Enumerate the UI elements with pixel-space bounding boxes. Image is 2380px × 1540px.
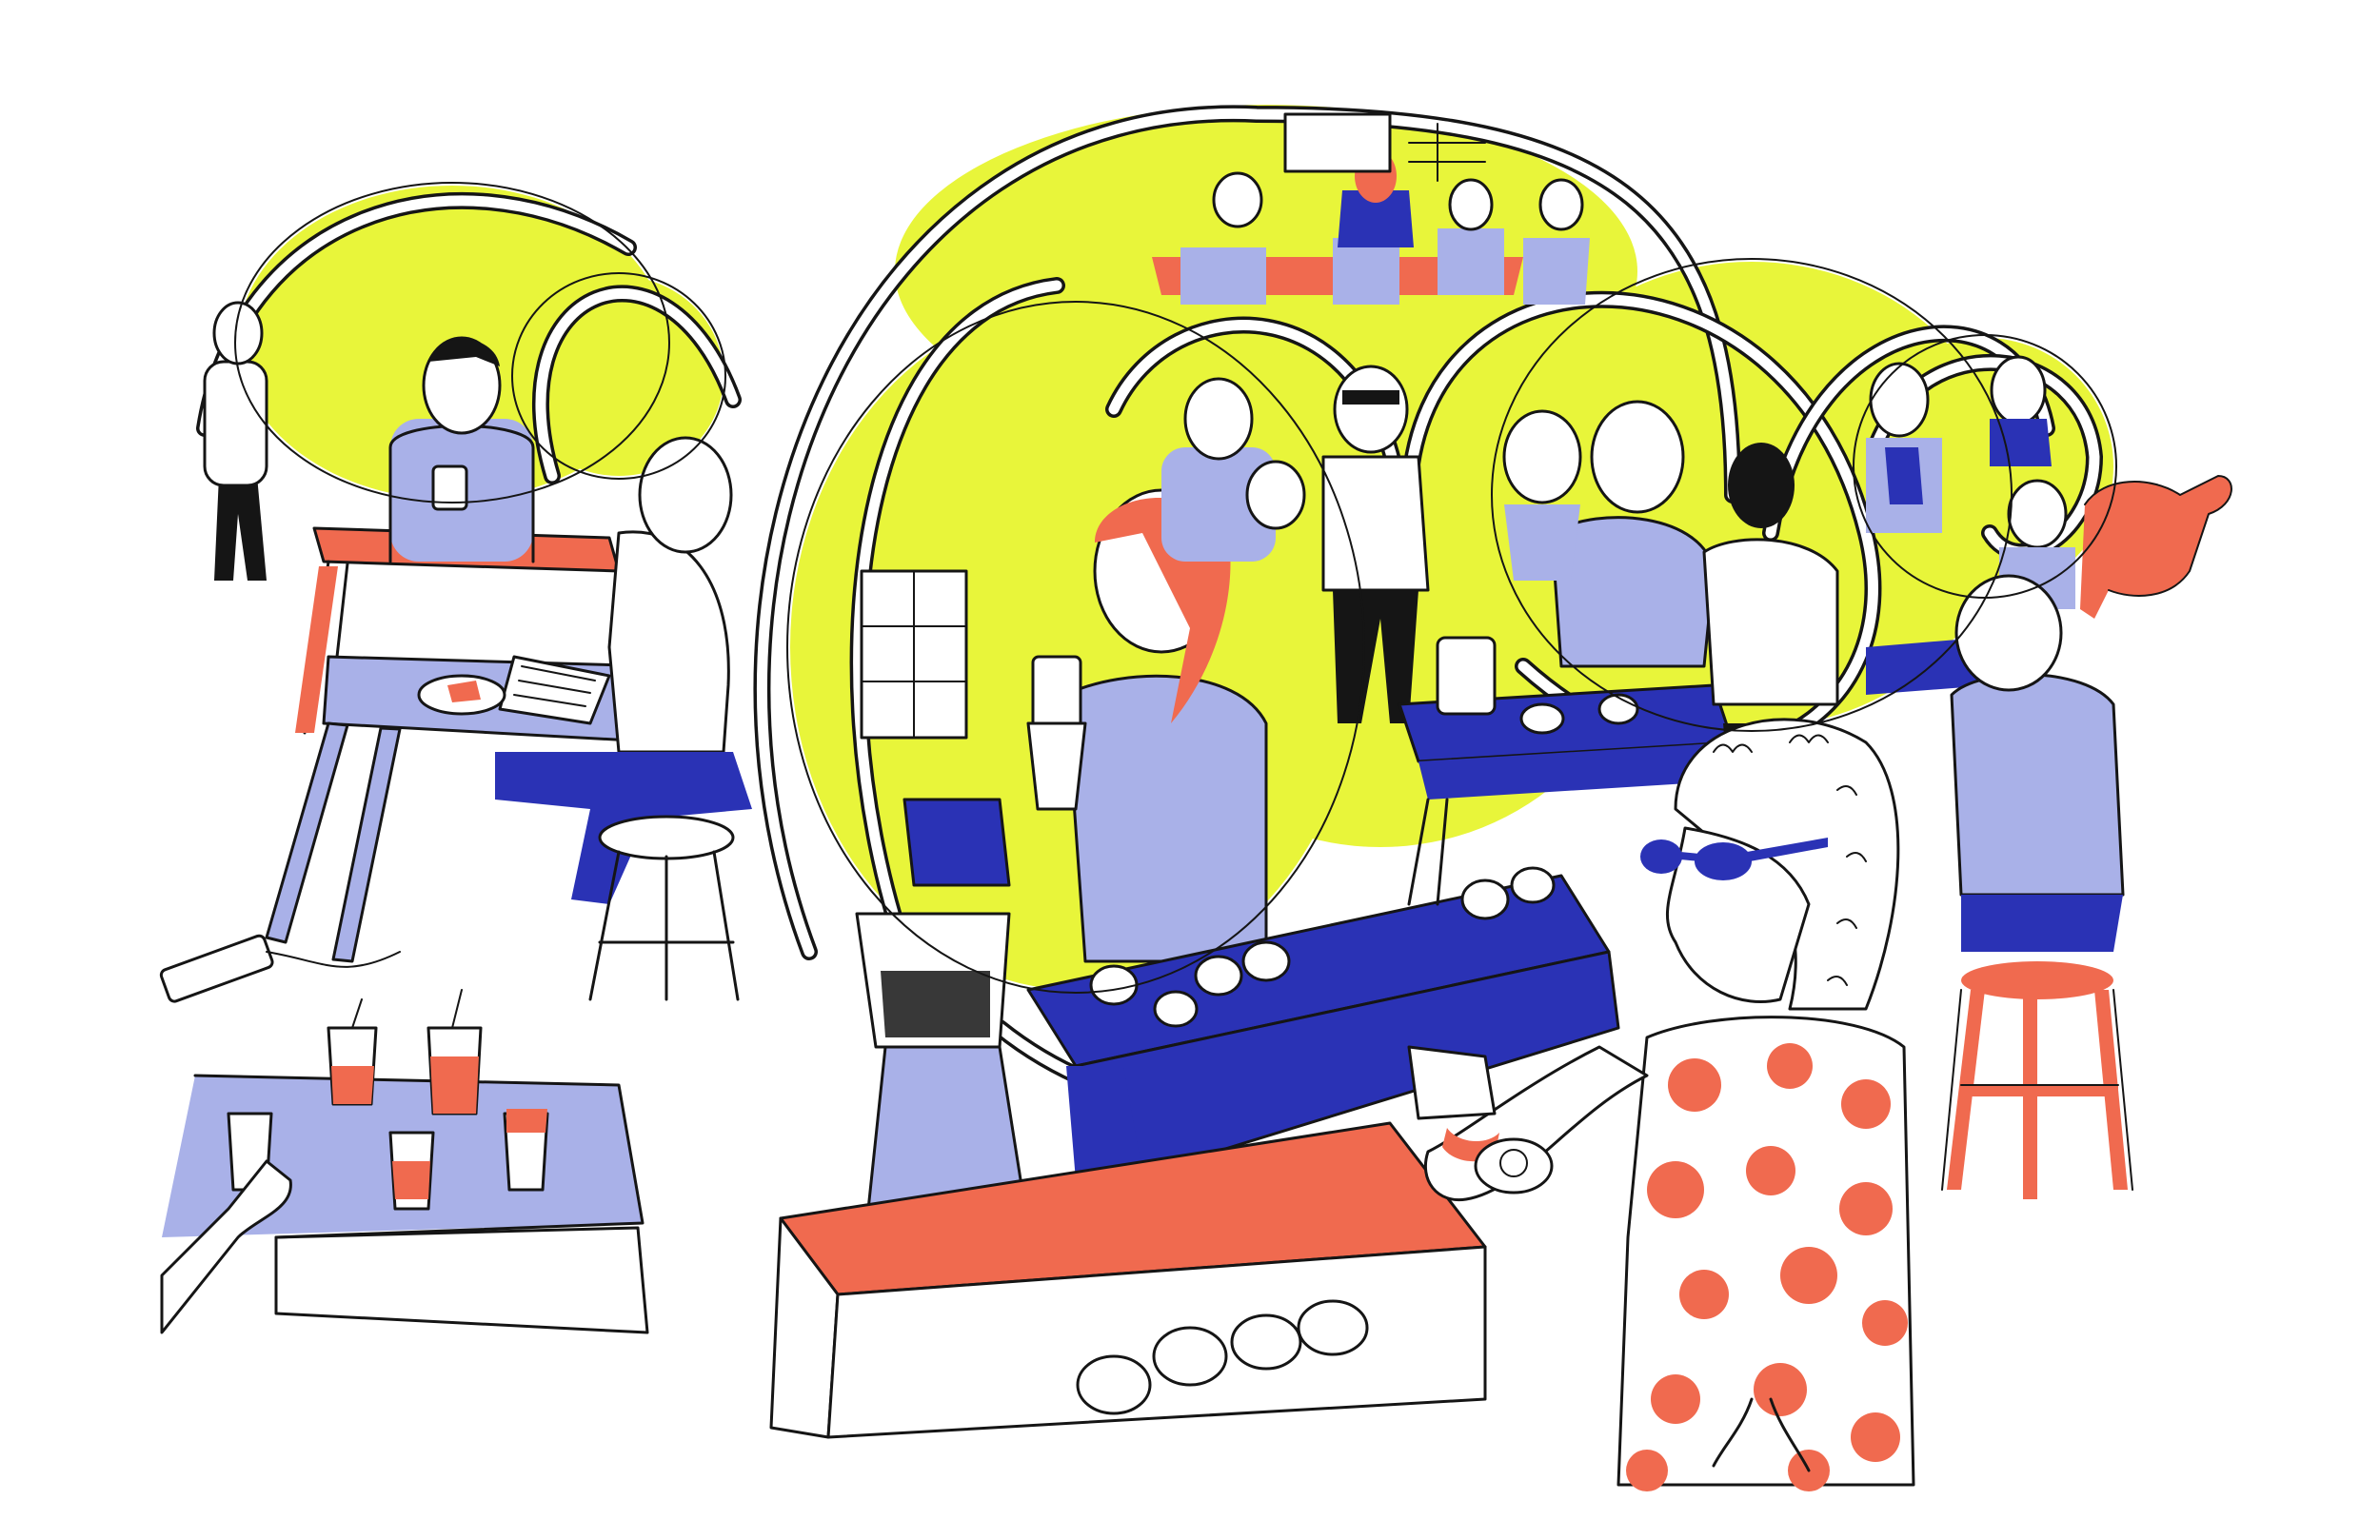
cups-table-scene — [160, 989, 649, 1334]
bubble-outlines — [234, 182, 2117, 994]
table-leg-left — [267, 723, 347, 942]
glass-jar — [1436, 636, 1497, 716]
barista-cup — [1031, 655, 1082, 730]
cups-shelf — [1076, 1299, 1369, 1415]
red-dog — [2080, 476, 2231, 619]
milk-pitcher — [1407, 1045, 1497, 1120]
grinder-hopper — [904, 800, 1009, 885]
standing-man-head — [422, 336, 502, 435]
grinder-base — [866, 1047, 1028, 1228]
arm-holding-cup — [160, 1159, 292, 1334]
top-bubble-people — [1152, 112, 1590, 305]
espresso-machine-front — [1066, 1066, 1142, 1180]
woman-back-shirt — [1952, 674, 2123, 895]
power-strip — [159, 934, 274, 1003]
espresso-cups — [1089, 866, 1556, 1028]
floral-pattern — [1626, 1043, 1908, 1491]
counter-side — [826, 1245, 1487, 1439]
seated-man-head — [638, 436, 733, 554]
blue-glasses — [1640, 839, 1682, 874]
seated-man-shirt — [607, 530, 730, 754]
counter-top — [781, 1123, 1485, 1294]
center-right-scene — [1161, 365, 1735, 906]
cup — [431, 464, 468, 511]
woman-back-head — [1954, 574, 2063, 692]
espresso-machine-body — [1076, 952, 1618, 1180]
espresso-bar-scene — [769, 488, 1620, 1439]
left-table-scene — [159, 301, 752, 1003]
latte-cup — [1474, 1137, 1554, 1194]
right-scene — [1702, 355, 2232, 1199]
barista-shirt — [1066, 676, 1266, 961]
curly-hair-woman — [1407, 718, 1915, 1491]
coral-stool-seat — [1961, 961, 2113, 999]
coral-table-leg — [295, 566, 338, 733]
woman-back-trousers — [1961, 895, 2123, 952]
floral-dress — [1616, 1016, 1915, 1487]
takeaway-cups — [227, 989, 549, 1211]
